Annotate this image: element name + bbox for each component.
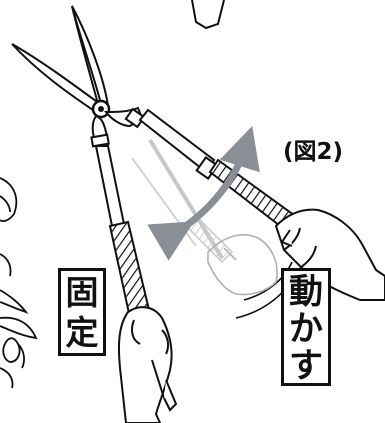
top-object-outline [191, 0, 225, 30]
double-headed-curved-arrow-icon [147, 125, 260, 261]
label-move-char: 動 [289, 272, 323, 312]
ghost-hand [207, 234, 278, 296]
foliage-left [0, 177, 38, 389]
label-move-char: す [289, 346, 323, 386]
pivot-screw [91, 99, 111, 119]
bottom-hand [118, 306, 178, 423]
label-fixed-char: 固 [65, 273, 99, 312]
figure-caption: (図2) [283, 139, 344, 165]
right-hand [274, 208, 385, 301]
fixed-handle [90, 114, 154, 343]
label-fixed-char: 定 [65, 313, 99, 352]
label-move-char: か [289, 309, 323, 349]
label-move: 動 か す [281, 268, 331, 386]
label-fixed: 固 定 [58, 268, 106, 356]
shears-blades [11, 5, 110, 114]
